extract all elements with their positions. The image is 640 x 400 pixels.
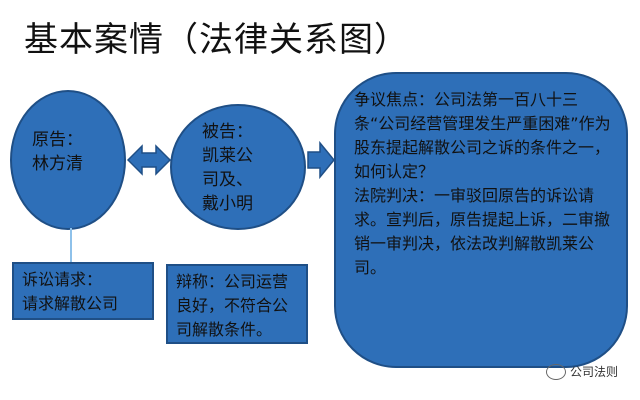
defendant-name-line2: 司及、 xyxy=(202,170,253,190)
right-arrow xyxy=(307,140,335,180)
defendant-name-line1: 凯莱公 xyxy=(202,146,253,166)
claim-label: 诉讼请求： xyxy=(22,270,103,289)
defendant-node: 被告： 凯莱公 司及、 戴小明 xyxy=(170,104,306,230)
defense-box: 辩称：公司运营良好，不符合公司解散条件。 xyxy=(166,264,308,344)
claim-text: 请求解散公司 xyxy=(22,294,119,313)
plaintiff-label: 原告： xyxy=(32,130,83,150)
dispute-issue-text: 争议焦点：公司法第一百八十三条“公司经营管理发生严重困难”作为股东提起解散公司之… xyxy=(354,90,611,181)
defendant-name-line3: 戴小明 xyxy=(202,194,253,214)
page-title: 基本案情（法律关系图） xyxy=(24,20,409,60)
watermark: 公司法则 xyxy=(545,363,618,380)
plaintiff-claim-connector xyxy=(70,228,72,264)
double-arrow xyxy=(126,144,172,176)
plaintiff-node: 原告： 林方清 xyxy=(10,90,126,230)
plaintiff-name: 林方清 xyxy=(32,154,83,174)
defense-text: 辩称：公司运营良好，不符合公司解散条件。 xyxy=(176,272,289,339)
court-ruling-text: 法院判决：一审驳回原告的诉讼请求。宣判后，原告提起上诉，二审撤销一审判决，依法改… xyxy=(354,186,611,277)
watermark-text: 公司法则 xyxy=(569,365,618,379)
defendant-label: 被告： xyxy=(202,122,253,142)
wechat-icon xyxy=(545,363,566,380)
dispute-focus-box: 争议焦点：公司法第一百八十三条“公司经营管理发生严重困难”作为股东提起解散公司之… xyxy=(334,72,628,368)
litigation-claim-box: 诉讼请求： 请求解散公司 xyxy=(12,262,154,320)
